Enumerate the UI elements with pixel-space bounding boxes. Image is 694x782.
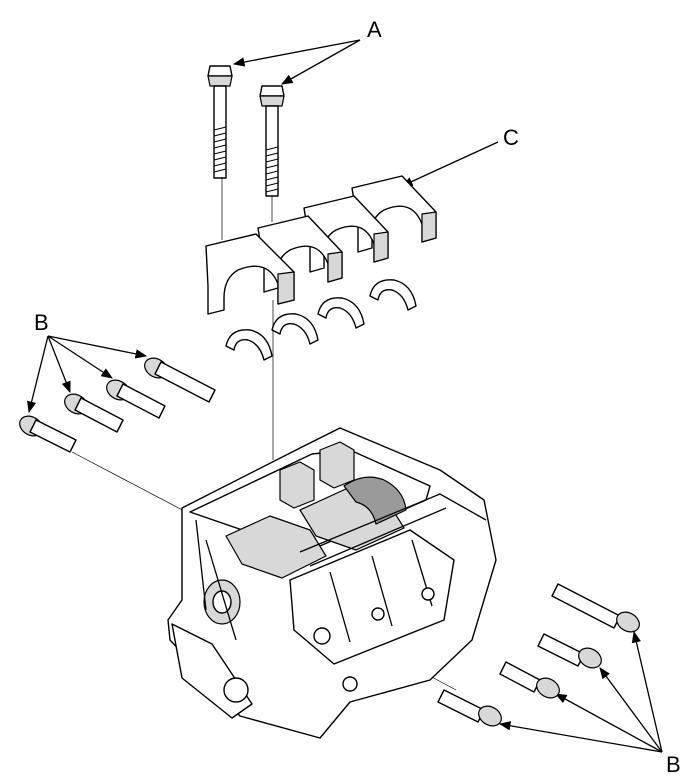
side-bolt-upper-4 — [144, 357, 216, 403]
leader-lines-b-lower — [498, 630, 663, 753]
bearing-cap-bolt-right — [259, 85, 285, 197]
bearing-cap-1 — [205, 233, 295, 315]
callout-label-c: C — [503, 125, 519, 150]
side-bolt-upper-2 — [64, 393, 124, 433]
callout-label-b-upper: B — [34, 310, 49, 335]
side-bolt-upper-3 — [106, 379, 166, 419]
engine-block — [167, 427, 497, 739]
callout-label-a: A — [367, 17, 382, 42]
side-bolt-lower-4 — [437, 689, 502, 727]
leader-lines-b-upper — [27, 335, 148, 414]
leader-lines-a — [232, 39, 361, 85]
side-bolt-lower-1 — [551, 583, 640, 633]
side-bolt-upper-1 — [19, 415, 77, 453]
bearing-cap-bolt-left — [207, 65, 233, 179]
side-bolt-lower-2 — [537, 633, 602, 669]
leader-line-c — [400, 141, 499, 187]
side-bolt-lower-3 — [499, 661, 560, 699]
bearing-shells — [225, 279, 417, 361]
callout-label-b-lower: B — [666, 752, 681, 777]
